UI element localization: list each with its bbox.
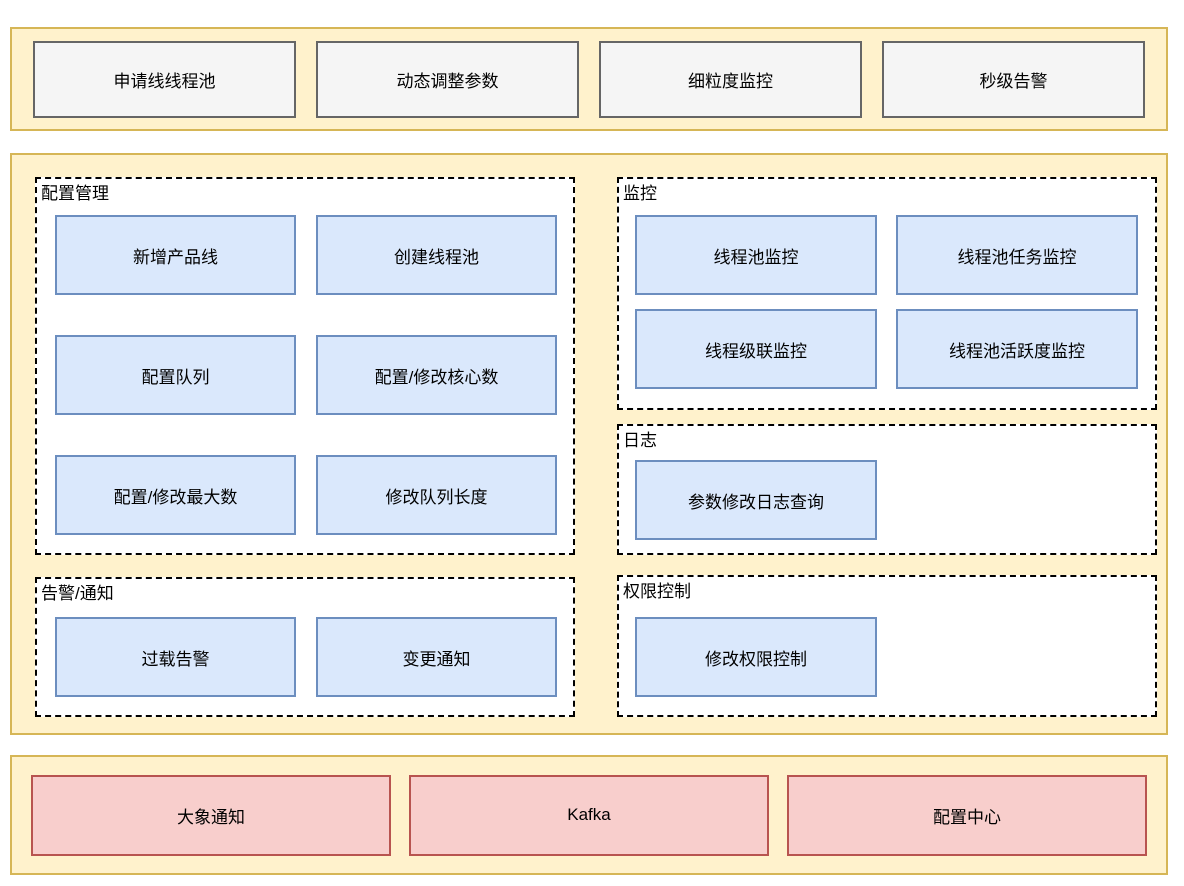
feature-box-fine-grained-monitoring: 细粒度监控 (599, 40, 862, 118)
feature-box-second-level-alerting: 秒级告警 (882, 40, 1145, 118)
module-thread-cascade-monitoring: 线程级联监控 (635, 309, 877, 389)
module-overload-alert: 过载告警 (55, 617, 296, 697)
section-config-management: 配置管理 新增产品线 创建线程池 配置队列 配置/修改核心数 配置/修改最大数 … (35, 177, 575, 555)
module-thread-pool-monitoring: 线程池监控 (635, 215, 877, 295)
infra-box-kafka: Kafka (409, 774, 769, 856)
feature-box-apply-thread-pool: 申请线线程池 (33, 40, 296, 118)
section-alert-notify: 告警/通知 过载告警 变更通知 (35, 577, 575, 717)
section-title-log: 日志 (621, 429, 659, 453)
module-configure-core-size: 配置/修改核心数 (316, 335, 557, 415)
module-thread-pool-activity-monitoring: 线程池活跃度监控 (896, 309, 1138, 389)
capabilities-band: 申请线线程池 动态调整参数 细粒度监控 秒级告警 (10, 27, 1168, 131)
section-title-permission-control: 权限控制 (621, 580, 693, 604)
section-title-monitoring: 监控 (621, 182, 659, 206)
module-modify-queue-length: 修改队列长度 (316, 455, 557, 535)
module-add-product-line: 新增产品线 (55, 215, 296, 295)
module-configure-max-size: 配置/修改最大数 (55, 455, 296, 535)
section-permission-control: 权限控制 修改权限控制 (617, 575, 1157, 717)
infra-box-config-center: 配置中心 (787, 774, 1147, 856)
module-configure-queue: 配置队列 (55, 335, 296, 415)
module-modify-permission-control: 修改权限控制 (635, 617, 877, 697)
section-title-alert-notify: 告警/通知 (39, 582, 116, 606)
section-log: 日志 参数修改日志查询 (617, 424, 1157, 555)
module-thread-pool-task-monitoring: 线程池任务监控 (896, 215, 1138, 295)
section-title-config-management: 配置管理 (39, 182, 111, 206)
feature-box-dynamic-param-adjust: 动态调整参数 (316, 40, 579, 118)
section-monitoring: 监控 线程池监控 线程池任务监控 线程级联监控 线程池活跃度监控 (617, 177, 1157, 410)
module-change-notification: 变更通知 (316, 617, 557, 697)
module-create-thread-pool: 创建线程池 (316, 215, 557, 295)
module-param-change-log-query: 参数修改日志查询 (635, 460, 877, 540)
infra-box-elephant-notification: 大象通知 (31, 774, 391, 856)
infrastructure-band: 大象通知 Kafka 配置中心 (10, 755, 1168, 875)
platform-band: 配置管理 新增产品线 创建线程池 配置队列 配置/修改核心数 配置/修改最大数 … (10, 153, 1168, 735)
